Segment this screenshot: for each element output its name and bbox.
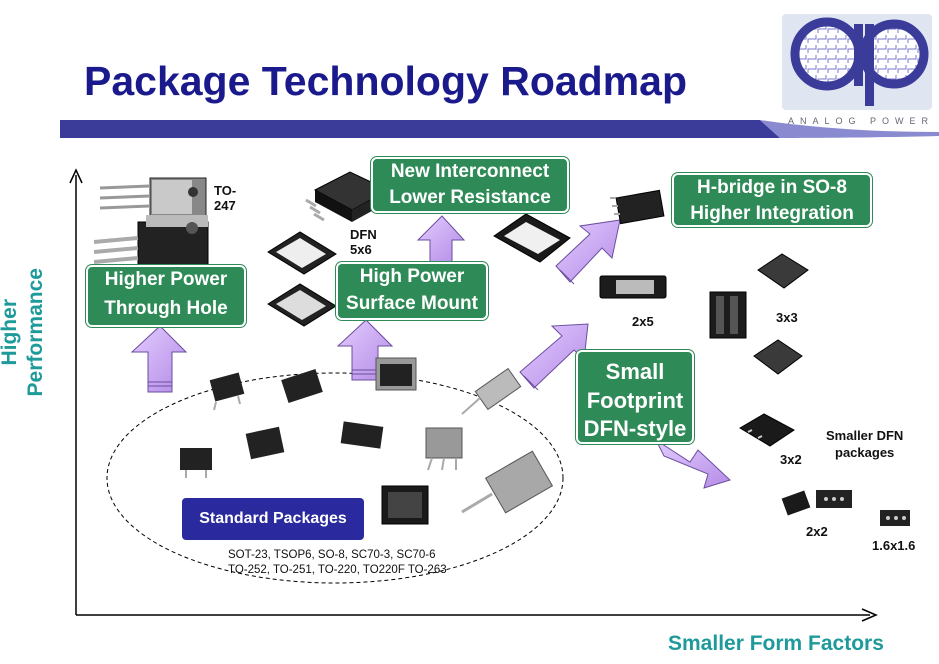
box-high-power-surface-mount: High Power Surface Mount [336, 262, 488, 320]
box-higher-power-line-2: Through Hole [104, 297, 228, 319]
x-axis-label: Smaller Form Factors [668, 632, 884, 655]
logo-text: ANALOG POWER [788, 116, 935, 126]
arrow-through-hole [130, 325, 188, 393]
tsop6-image [281, 369, 323, 403]
box-small-footprint-line-2: Footprint [586, 387, 684, 413]
label-2x2: 2x2 [806, 524, 828, 539]
arrow-smaller-dfn [654, 438, 731, 489]
company-logo [782, 14, 932, 110]
header-bar [60, 120, 780, 138]
label-3x3: 3x3 [776, 310, 798, 325]
package-2x2-image [781, 490, 852, 516]
label-to247-line-1: TO- [214, 183, 237, 198]
box-small-footprint-line-3: DFN-style [583, 416, 687, 442]
box-h-bridge-line-1: H-bridge in SO-8 [697, 177, 847, 198]
box-new-interconnect-line-1: New Interconnect [390, 161, 550, 182]
arrow-new-interconnect [416, 215, 466, 263]
package-3x3-image-1 [757, 253, 809, 289]
standard-packages-list-line-2: TO-252, TO-251, TO-220, TO220F TO-263 [228, 563, 447, 576]
label-smaller-dfn-line-2: packages [835, 444, 895, 460]
h-bridge-so8-image [610, 189, 665, 225]
x-axis-arrowhead [861, 608, 878, 622]
package-3x3-image-2 [753, 339, 803, 375]
standard-packages-list: SOT-23, TSOP6, SO-8, SC70-3, SC70-6 TO-2… [228, 548, 447, 578]
dfn5x6-image-1 [267, 231, 337, 275]
standard-packages-ellipse [106, 372, 564, 584]
so8-image [340, 421, 384, 449]
dfn5x6-image-2 [267, 283, 337, 327]
box-small-footprint: Small Footprint DFN-style [576, 350, 694, 444]
package-1-6-image [880, 510, 910, 526]
box-high-power-line-2: Surface Mount [346, 292, 478, 314]
logo-letter-p [859, 19, 929, 89]
box-higher-power-through-hole: Higher Power Through Hole [86, 265, 246, 327]
label-dfn5x6: DFN 5x6 [350, 227, 377, 258]
standard-packages-list-line-1: SOT-23, TSOP6, SO-8, SC70-3, SC70-6 [228, 549, 436, 561]
box-new-interconnect: New Interconnect Lower Resistance [371, 157, 569, 213]
to220f-image [461, 450, 554, 514]
label-dfn5x6-line-1: DFN [350, 227, 377, 242]
label-to247: TO- 247 [214, 183, 237, 214]
header-decoration [60, 120, 939, 138]
sc70-image-1 [180, 448, 212, 478]
label-1-6x1-6: 1.6x1.6 [872, 538, 916, 553]
label-2x5: 2x5 [632, 314, 654, 329]
y-axis-arrowhead [69, 168, 83, 184]
box-h-bridge: H-bridge in SO-8 Higher Integration [672, 173, 872, 227]
label-to247-line-2: 247 [214, 197, 236, 213]
to252-image [375, 357, 417, 391]
package-2x5-image [599, 275, 667, 299]
label-3x2: 3x2 [780, 452, 802, 467]
page-title: Package Technology Roadmap [84, 58, 688, 104]
label-smaller-dfn: Smaller DFN packages [826, 428, 903, 462]
to247-package-image [93, 177, 209, 269]
label-smaller-dfn-line-1: Smaller DFN [826, 428, 904, 443]
label-dfn5x6-line-2: 5x6 [350, 241, 372, 257]
logo-letter-p-stem [865, 24, 874, 106]
box-small-footprint-line-1: Small [605, 359, 665, 384]
package-3x2-image [739, 413, 795, 447]
to251-image [425, 427, 463, 471]
box-h-bridge-line-2: Higher Integration [690, 202, 854, 224]
box-higher-power-line-1: Higher Power [104, 269, 228, 290]
tall-dual-package-image [709, 291, 747, 339]
large-dfn-image [493, 213, 571, 263]
box-new-interconnect-line-2: Lower Resistance [389, 186, 551, 208]
to263-image [381, 485, 429, 525]
box-standard-packages: Standard Packages [182, 498, 364, 540]
logo-letter-a-stem [854, 24, 863, 86]
arrow-small-footprint [519, 323, 589, 391]
arrow-h-bridge [555, 219, 621, 285]
to220-image [461, 367, 522, 415]
sc70-image-2 [245, 426, 285, 460]
box-high-power-line-1: High Power [359, 266, 465, 287]
sot23-image [209, 372, 245, 411]
header-bar-tail [760, 120, 939, 138]
